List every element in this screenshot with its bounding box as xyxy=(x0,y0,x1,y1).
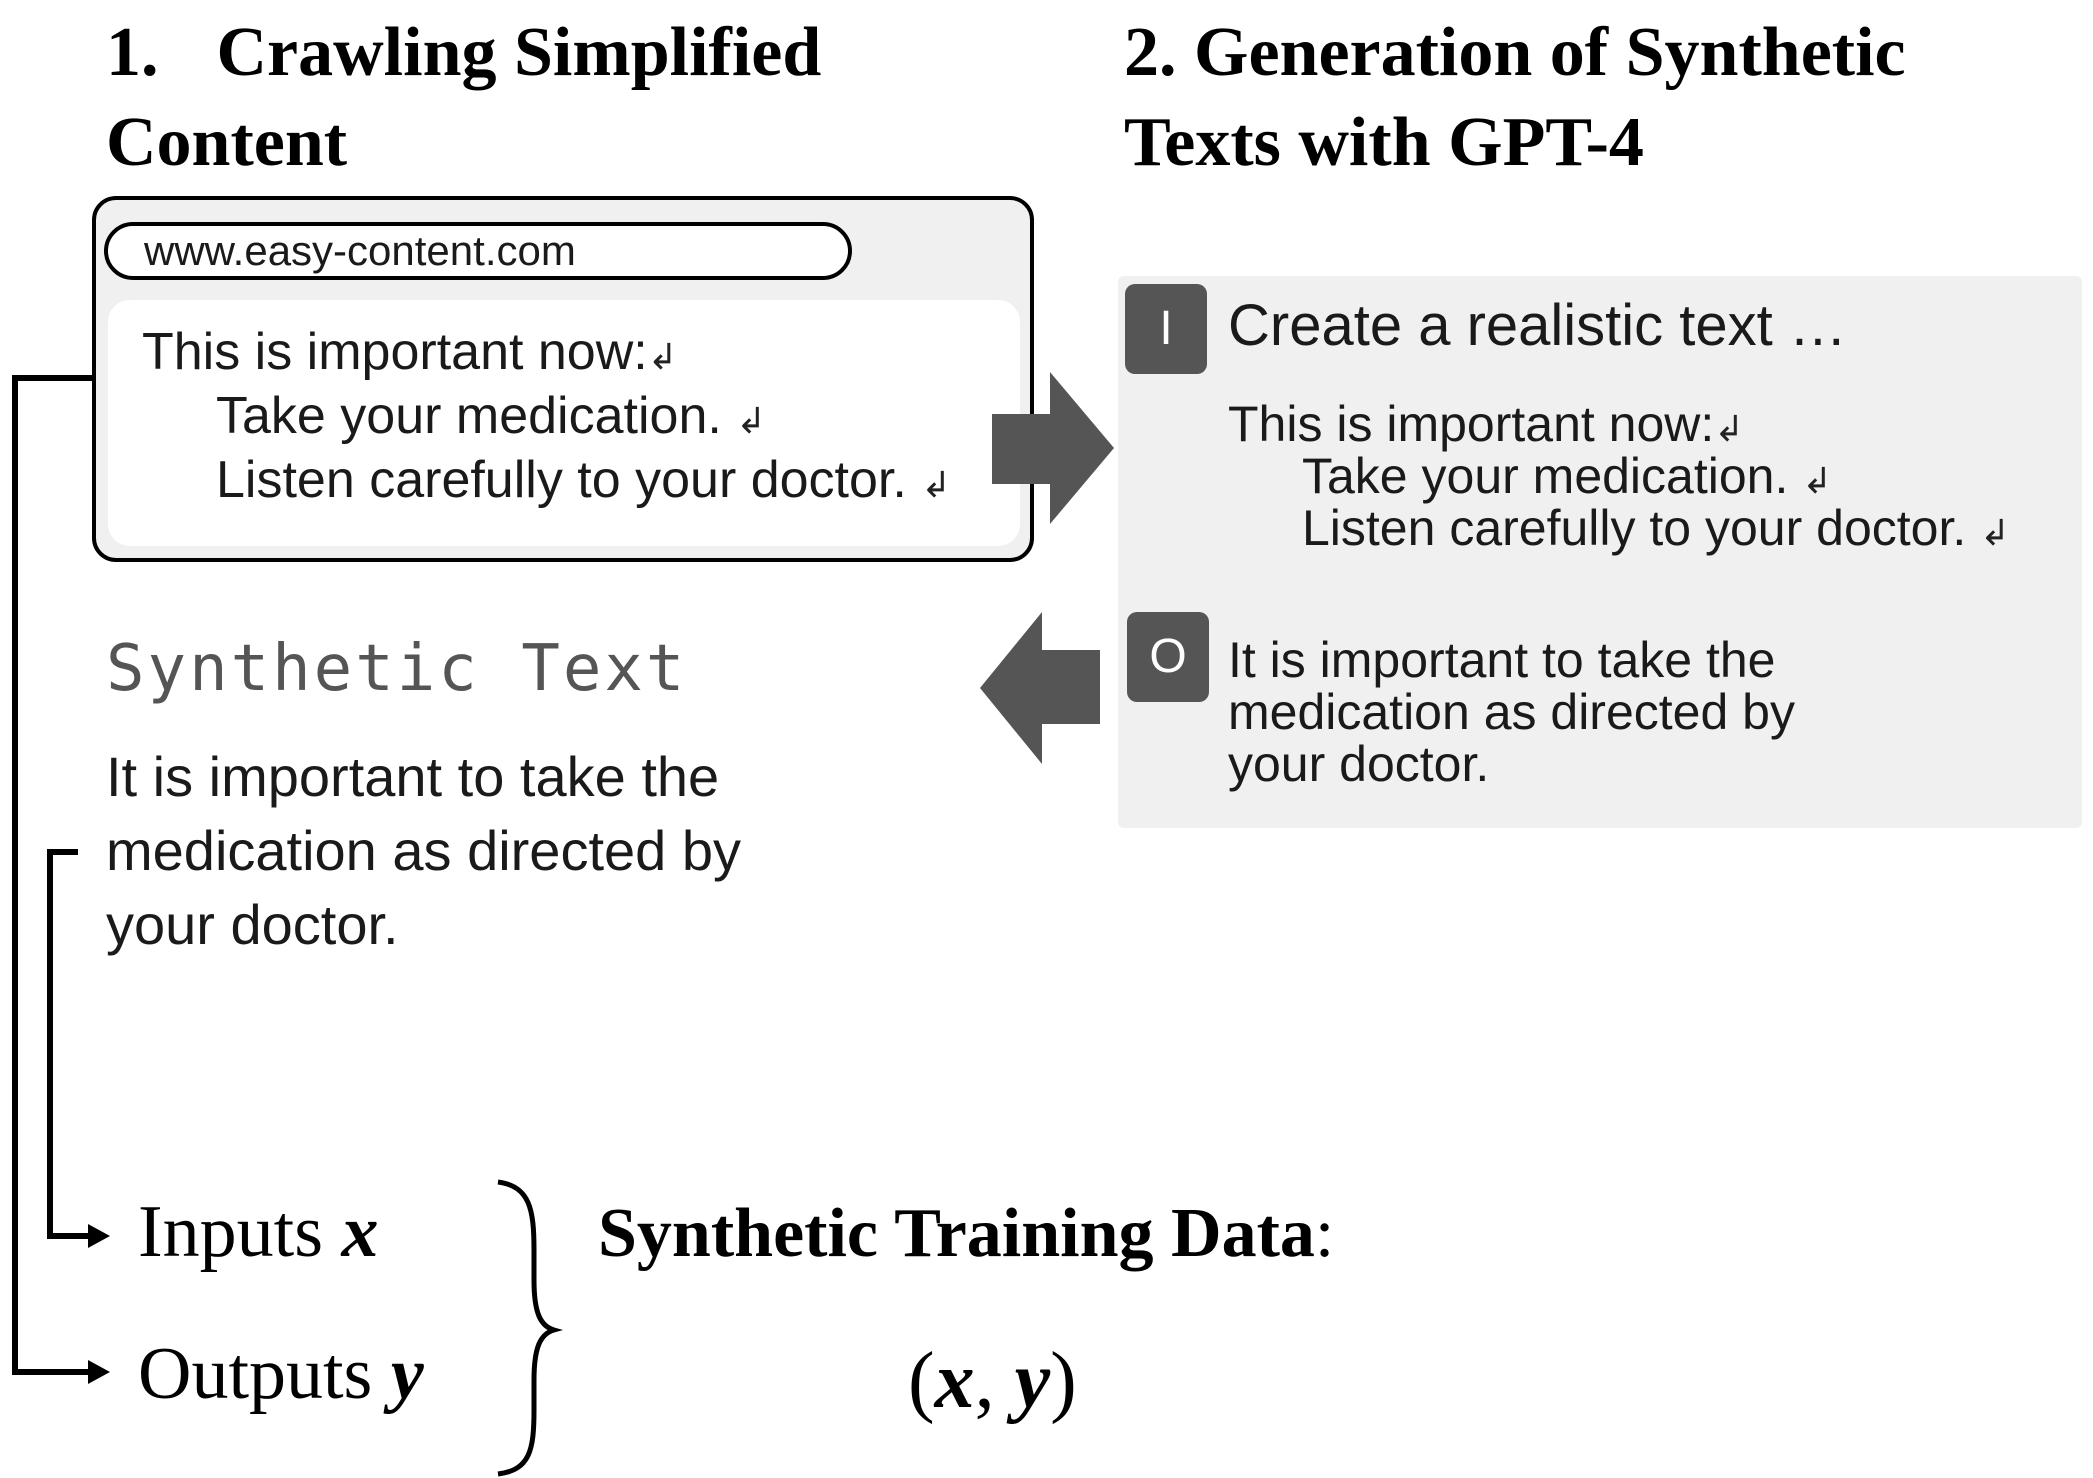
connector-arrow-icon xyxy=(47,849,92,1239)
right-arrow-icon xyxy=(992,372,1114,524)
panel-output-line-2: medication as directed by xyxy=(1228,684,1795,740)
curly-brace-icon xyxy=(497,1179,564,1477)
return-icon: ↲ xyxy=(1980,512,2011,553)
panel-input-line-3: Listen carefully to your doctor. ↲ xyxy=(1302,500,2011,556)
step1-title-line2: Content xyxy=(106,104,348,181)
step2-title-line2: Texts with GPT-4 xyxy=(1124,104,1644,181)
return-icon: ↲ xyxy=(736,400,767,441)
panel-input-line-1: This is important now:↲ xyxy=(1228,396,1745,452)
synthetic-line-1: It is important to take the xyxy=(106,745,720,808)
input-badge: I xyxy=(1125,284,1207,374)
browser-content xyxy=(108,300,1020,546)
return-icon: ↲ xyxy=(1802,460,1833,501)
outputs-variable: y xyxy=(390,1333,424,1415)
connector-arrow-icon xyxy=(12,375,92,1375)
synthetic-text-title: Synthetic Text xyxy=(106,632,688,706)
arrowhead-icon xyxy=(88,1360,110,1384)
panel-output-line-3: your doctor. xyxy=(1228,736,1490,792)
panel-input-line-2: Take your medication. ↲ xyxy=(1302,448,1833,504)
browser-line-2: Take your medication. ↲ xyxy=(216,387,767,445)
step1-number: 1. xyxy=(106,14,159,91)
step2-title-line1: 2. Generation of Synthetic xyxy=(1124,14,1906,91)
url-bar[interactable]: www.easy-content.com xyxy=(104,222,852,280)
arrowhead-icon xyxy=(88,1224,110,1248)
inputs-variable: x xyxy=(341,1191,379,1273)
prompt-text: Create a realistic text … xyxy=(1228,293,1847,358)
inputs-label: Inputs x xyxy=(138,1191,379,1273)
step1-heading: 1. Crawling Simplified xyxy=(106,8,821,98)
gpt-panel xyxy=(1118,276,2082,828)
browser-line-3: Listen carefully to your doctor. ↲ xyxy=(216,451,952,509)
panel-output-line-1: It is important to take the xyxy=(1228,632,1776,688)
synthetic-line-2: medication as directed by xyxy=(106,819,742,882)
outputs-label: Outputs y xyxy=(138,1333,424,1415)
return-icon: ↲ xyxy=(647,336,678,377)
step1-title-line1: Crawling Simplified xyxy=(216,14,822,91)
synthetic-line-3: your doctor. xyxy=(106,893,399,956)
training-data-title: Synthetic Training Data: xyxy=(598,1195,1335,1272)
url-text: www.easy-content.com xyxy=(144,227,576,274)
return-icon: ↲ xyxy=(1714,408,1745,449)
training-pair: (x, y) xyxy=(908,1337,1077,1425)
return-icon: ↲ xyxy=(921,464,952,505)
browser-line-1: This is important now:↲ xyxy=(142,323,678,381)
left-arrow-icon xyxy=(980,612,1100,764)
output-badge: O xyxy=(1127,612,1209,702)
